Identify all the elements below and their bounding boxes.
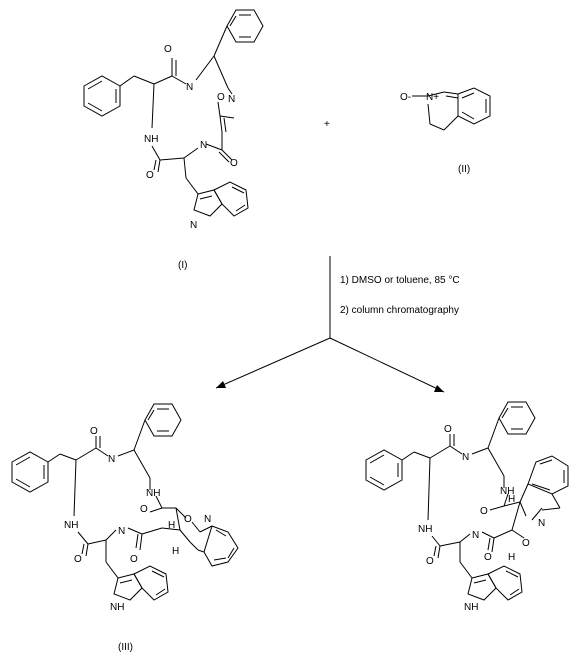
c4-n-top: N bbox=[462, 452, 469, 463]
arrowhead-right bbox=[434, 385, 444, 392]
c1-nh-right: N bbox=[228, 94, 235, 105]
compound-2-structure: O- N+ bbox=[400, 87, 491, 131]
c3-nh-left: NH bbox=[64, 520, 78, 531]
c3-o-isox: O bbox=[184, 514, 192, 525]
c4-o-amide: O bbox=[480, 506, 488, 517]
compound-3-label: (III) bbox=[118, 642, 133, 653]
c3-n-isox: N bbox=[204, 514, 211, 525]
condition-step-1: 1) DMSO or toluene, 85 °C bbox=[340, 275, 460, 286]
c1-nh-left: NH bbox=[144, 134, 158, 145]
c3-nh-right: NH bbox=[146, 488, 160, 499]
c3-n-top: N bbox=[108, 454, 115, 465]
c2-o-minus: O- bbox=[400, 92, 411, 103]
c1-o-maleamide: O bbox=[230, 158, 238, 169]
c4-indole-nh: NH bbox=[464, 602, 478, 613]
c4-n-mid: N bbox=[472, 530, 479, 541]
c4-h-1: H bbox=[508, 494, 515, 505]
c3-indole-nh: NH bbox=[110, 602, 124, 613]
c4-nh-left: NH bbox=[418, 524, 432, 535]
c2-n-plus: N+ bbox=[426, 92, 439, 103]
compound-2-label: (II) bbox=[458, 164, 470, 175]
compound-1-structure: O N N O NH N O O N bbox=[83, 9, 264, 231]
c1-o-right: O bbox=[217, 92, 225, 103]
condition-step-2: 2) column chromatography bbox=[340, 305, 459, 316]
c3-h-2: H bbox=[172, 546, 179, 557]
c4-o-top: O bbox=[444, 424, 452, 435]
c3-o-amide-2: O bbox=[130, 554, 138, 565]
c4-o-amide-2: O bbox=[484, 552, 492, 563]
c3-h-1: H bbox=[168, 520, 175, 531]
c4-o-isox: O bbox=[522, 538, 530, 549]
c1-n-mid: N bbox=[200, 140, 207, 151]
arrow-left bbox=[215, 337, 331, 389]
arrow-right bbox=[329, 337, 445, 393]
compound-1-label: (I) bbox=[178, 260, 187, 271]
compound-3-structure: O N NH NH N O O O O N H H NH bbox=[11, 403, 239, 613]
c1-indole-nh: N bbox=[190, 220, 197, 231]
c3-o-amide: O bbox=[140, 504, 148, 515]
c4-h-2: H bbox=[508, 552, 515, 563]
c4-o-bottom: O bbox=[426, 556, 434, 567]
arrowhead-left bbox=[216, 381, 226, 388]
c4-nh-right: NH bbox=[500, 486, 514, 497]
plus-sign: + bbox=[324, 119, 330, 130]
compound-4-structure: O N NH NH N O O O N O H H NH bbox=[365, 401, 569, 613]
c4-n-isox: N bbox=[538, 518, 545, 529]
c1-o-bottom: O bbox=[146, 170, 154, 181]
c3-n-mid: N bbox=[118, 526, 125, 537]
c3-o-bottom: O bbox=[74, 554, 82, 565]
c1-o-top: O bbox=[164, 44, 172, 55]
c1-n-top: N bbox=[186, 82, 193, 93]
c3-o-top: O bbox=[90, 426, 98, 437]
